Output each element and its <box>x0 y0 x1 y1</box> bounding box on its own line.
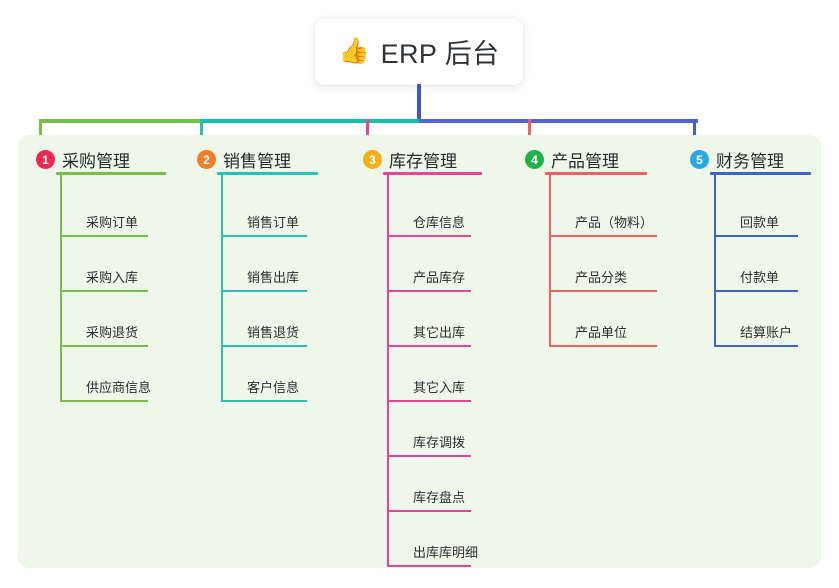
branch-underline-2 <box>217 172 318 175</box>
leaf-item[interactable]: 销售出库 <box>221 264 337 292</box>
leaf-item-label: 客户信息 <box>247 380 300 395</box>
connector-bar-left <box>40 119 201 123</box>
leaf-item[interactable]: 供应商信息 <box>60 374 178 402</box>
leaf-item[interactable]: 其它出库 <box>387 319 501 347</box>
thumbs-up-icon: 👍 <box>338 37 370 65</box>
leaf-item[interactable]: 库存盘点 <box>387 484 501 512</box>
leaf-item[interactable]: 产品单位 <box>549 319 687 347</box>
leaf-item[interactable]: 付款单 <box>714 264 828 292</box>
leaf-item-label: 销售订单 <box>247 215 300 230</box>
branch-underline-4 <box>545 172 647 175</box>
leaf-item-underline <box>221 290 307 292</box>
leaf-item-label: 其它出库 <box>413 325 466 340</box>
leaf-item-label: 库存调拨 <box>413 435 466 450</box>
leaf-item-label: 采购退货 <box>86 325 139 340</box>
leaf-item-label: 仓库信息 <box>413 215 466 230</box>
root-stem <box>417 84 421 123</box>
branch-badge-2: 2 <box>197 150 216 169</box>
leaf-item[interactable]: 销售退货 <box>221 319 337 347</box>
leaf-item-label: 付款单 <box>740 270 780 285</box>
leaf-item-underline <box>387 235 471 237</box>
leaf-item-label: 采购入库 <box>86 270 139 285</box>
leaf-item[interactable]: 仓库信息 <box>387 209 501 237</box>
leaf-item[interactable]: 采购订单 <box>60 209 178 237</box>
branch-underline-3 <box>383 172 482 175</box>
branch-header-2[interactable]: 2 销售管理 <box>197 147 291 172</box>
branch-spine-1 <box>60 172 62 402</box>
leaf-item[interactable]: 采购退货 <box>60 319 178 347</box>
leaf-item-label: 库存盘点 <box>413 490 466 505</box>
branch-underline-5 <box>710 172 811 175</box>
leaf-item-label: 其它入库 <box>413 380 466 395</box>
branch-title-1: 采购管理 <box>62 152 130 171</box>
leaf-item[interactable]: 采购入库 <box>60 264 178 292</box>
branch-badge-4: 4 <box>525 150 544 169</box>
leaf-item-underline <box>221 235 307 237</box>
leaf-item-underline <box>549 235 657 237</box>
leaf-item-underline <box>714 235 798 237</box>
leaf-item-underline <box>549 345 657 347</box>
connector-bar-right <box>419 119 698 123</box>
branch-title-2: 销售管理 <box>223 152 291 171</box>
leaf-item-underline <box>221 345 307 347</box>
leaf-item-label: 产品分类 <box>575 270 628 285</box>
branch-panel: 1 采购管理采购订单采购入库采购退货供应商信息 2 销售管理销售订单销售出库销售退货客… <box>18 135 821 568</box>
leaf-item-underline <box>60 235 148 237</box>
leaf-item[interactable]: 产品（物料） <box>549 209 687 237</box>
branch-spine-5 <box>714 172 716 347</box>
leaf-item-label: 产品库存 <box>413 270 466 285</box>
leaf-item[interactable]: 产品分类 <box>549 264 687 292</box>
leaf-item-underline <box>387 565 471 567</box>
leaf-item[interactable]: 销售订单 <box>221 209 337 237</box>
leaf-item-underline <box>60 345 148 347</box>
leaf-item-underline <box>714 345 798 347</box>
branch-header-4[interactable]: 4 产品管理 <box>525 147 619 172</box>
leaf-item-label: 销售出库 <box>247 270 300 285</box>
leaf-item-label: 结算账户 <box>740 325 793 340</box>
leaf-item[interactable]: 结算账户 <box>714 319 828 347</box>
leaf-item[interactable]: 库存调拨 <box>387 429 501 457</box>
leaf-item-label: 出库库明细 <box>413 545 479 560</box>
leaf-item-label: 产品（物料） <box>575 215 654 230</box>
branch-badge-1: 1 <box>36 150 55 169</box>
page-title: ERP 后台 <box>380 39 500 69</box>
leaf-item[interactable]: 出库库明细 <box>387 539 501 567</box>
leaf-item-underline <box>714 290 798 292</box>
branch-title-3: 库存管理 <box>389 152 457 171</box>
branch-badge-5: 5 <box>690 150 709 169</box>
leaf-item-underline <box>387 510 471 512</box>
leaf-item-label: 供应商信息 <box>86 380 152 395</box>
branch-badge-3: 3 <box>363 150 382 169</box>
leaf-item[interactable]: 回款单 <box>714 209 828 237</box>
leaf-item[interactable]: 客户信息 <box>221 374 337 402</box>
branch-spine-4 <box>549 172 551 347</box>
leaf-item-underline <box>387 345 471 347</box>
leaf-item[interactable]: 产品库存 <box>387 264 501 292</box>
leaf-item-underline <box>221 400 307 402</box>
root-node[interactable]: 👍 ERP 后台 <box>315 18 523 85</box>
leaf-item-label: 采购订单 <box>86 215 139 230</box>
leaf-item-label: 销售退货 <box>247 325 300 340</box>
leaf-item-underline <box>387 290 471 292</box>
branch-spine-3 <box>387 172 389 567</box>
leaf-item-underline <box>60 290 148 292</box>
branch-header-1[interactable]: 1 采购管理 <box>36 147 130 172</box>
leaf-item-label: 产品单位 <box>575 325 628 340</box>
leaf-item[interactable]: 其它入库 <box>387 374 501 402</box>
connector-bar-mid <box>201 119 419 123</box>
branch-title-4: 产品管理 <box>551 152 619 171</box>
branch-header-5[interactable]: 5 财务管理 <box>690 147 784 172</box>
leaf-item-underline <box>387 400 471 402</box>
leaf-item-underline <box>60 400 148 402</box>
branch-spine-2 <box>221 172 223 402</box>
leaf-item-underline <box>387 455 471 457</box>
leaf-item-underline <box>549 290 657 292</box>
leaf-item-label: 回款单 <box>740 215 780 230</box>
branch-underline-1 <box>56 172 166 175</box>
branch-header-3[interactable]: 3 库存管理 <box>363 147 457 172</box>
branch-title-5: 财务管理 <box>716 152 784 171</box>
